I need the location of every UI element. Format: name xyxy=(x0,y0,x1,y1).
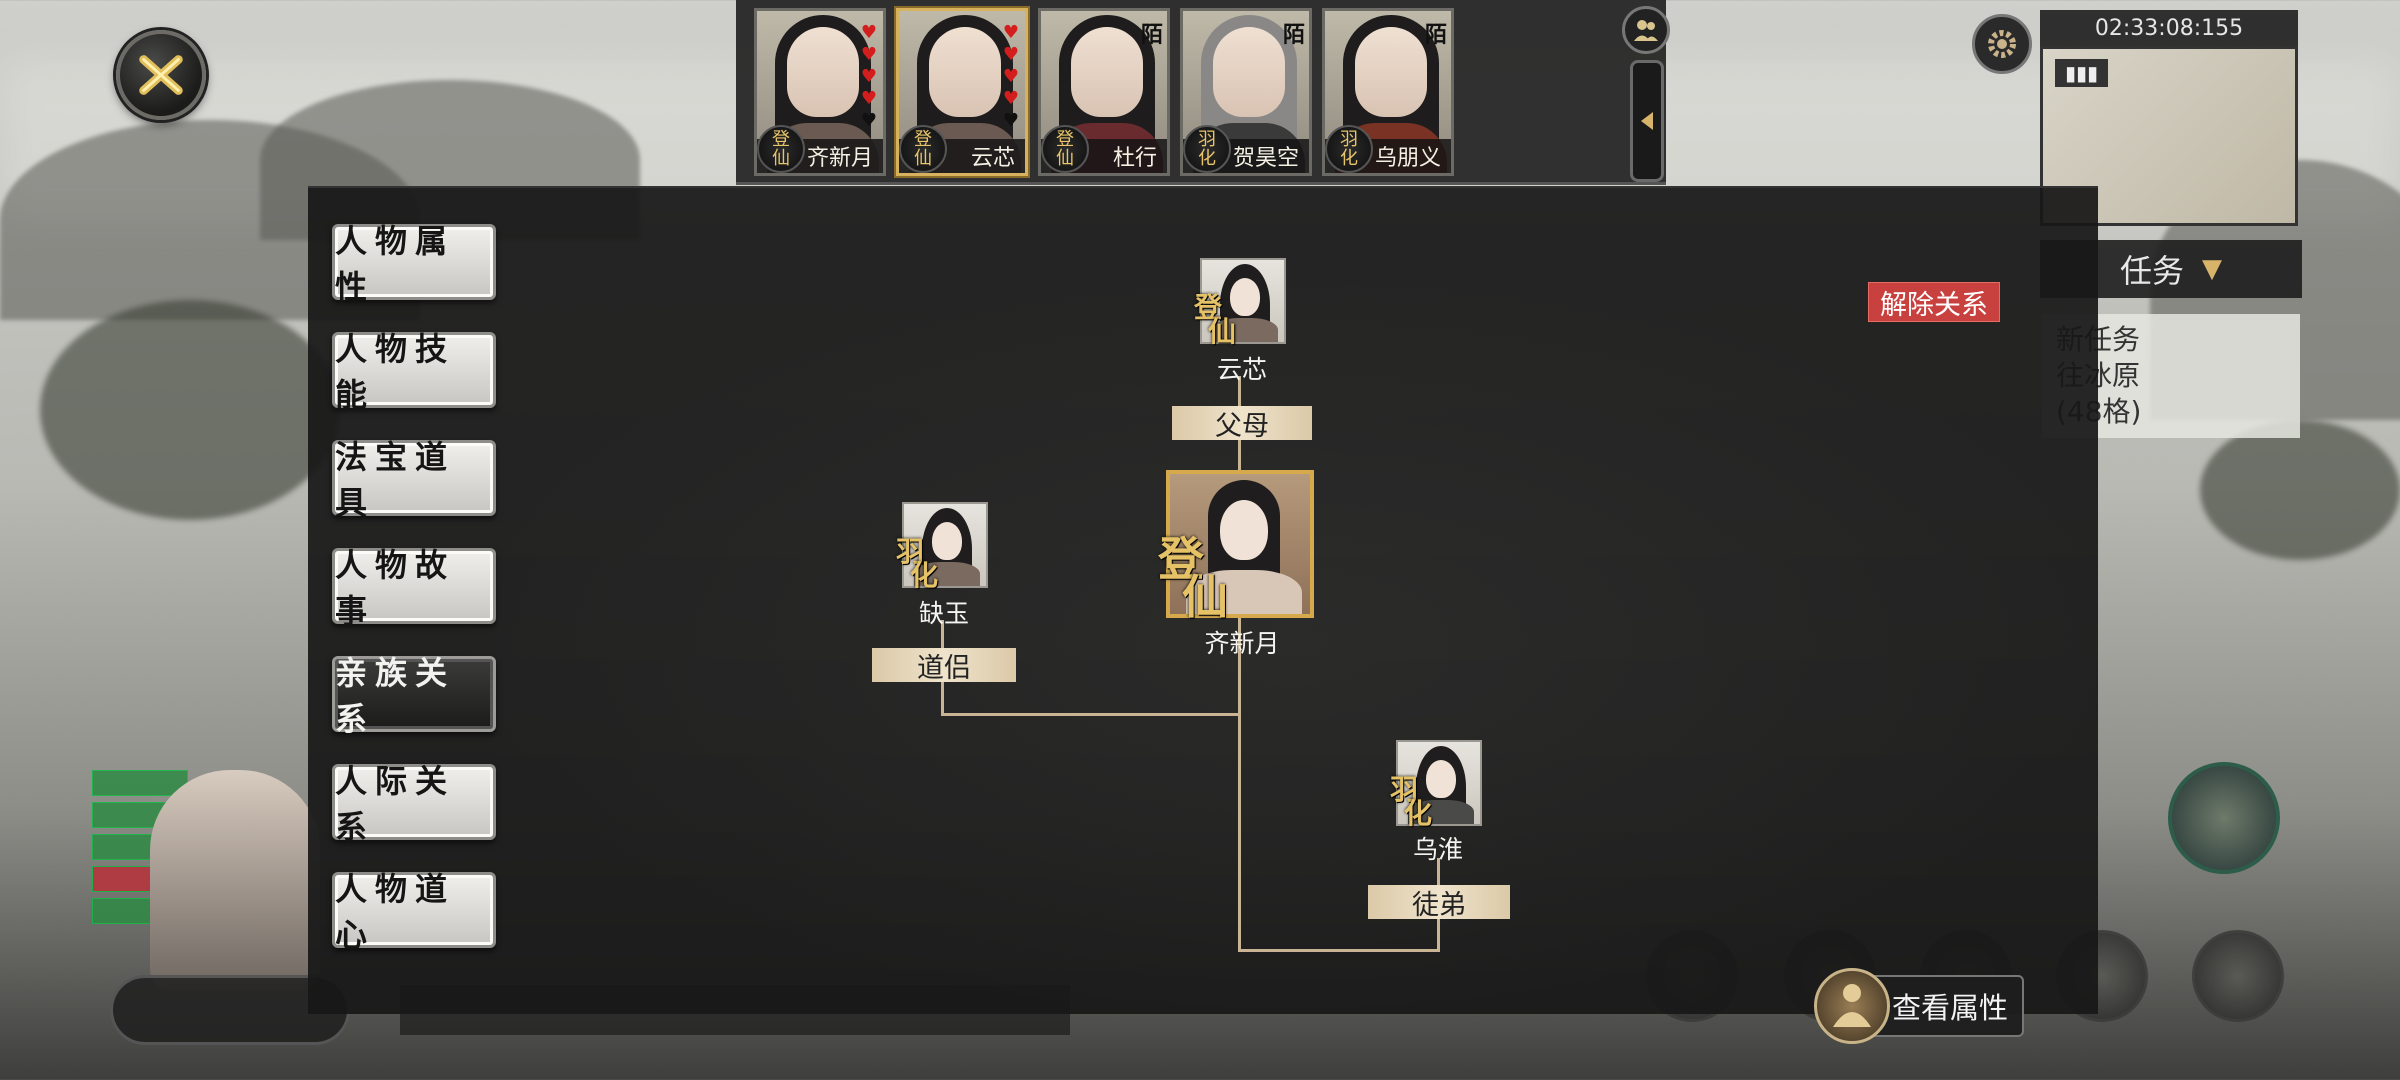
stranger-tag: 陌 xyxy=(1140,23,1163,48)
stranger-tag: 陌 xyxy=(1424,23,1447,48)
close-button[interactable] xyxy=(116,30,206,120)
character-card[interactable]: 陌 贺昊空 羽化 xyxy=(1180,8,1312,176)
heart-icon: ♥ xyxy=(860,110,877,131)
gear-icon xyxy=(1988,30,2016,58)
disciple-rank-badge: 羽化 xyxy=(1390,773,1433,830)
menu-character-attributes[interactable]: 人物属性 xyxy=(332,222,496,306)
rank-badge: 登仙 xyxy=(1041,125,1089,173)
heart-icon: ♥ xyxy=(860,88,877,109)
background-trees xyxy=(40,300,340,520)
menu-label: 人物属性 xyxy=(335,222,456,306)
character-name: 杜行 xyxy=(1112,146,1157,171)
parent-rank-badge: 登仙 xyxy=(1194,291,1237,348)
arrow-left-icon xyxy=(1641,112,1653,130)
tree-line xyxy=(1238,618,1241,952)
center-rank-badge: 登仙 xyxy=(1158,532,1228,624)
menu-dao-heart[interactable]: 人物道心 xyxy=(332,870,496,954)
rank-badge: 登仙 xyxy=(899,125,947,173)
character-name: 齐新月 xyxy=(806,146,873,171)
heart-icon: ♥ xyxy=(1002,66,1019,87)
group-button[interactable] xyxy=(1622,6,1670,54)
clock-text: 02:33:08:155 xyxy=(2094,15,2244,41)
partner-name: 缺玉 xyxy=(918,599,969,628)
letters-icon[interactable] xyxy=(2192,930,2284,1022)
menu-label: 人物技能 xyxy=(335,330,456,414)
menu-family-relations[interactable]: 亲族关系 xyxy=(332,654,496,738)
game-clock: 02:33:08:155 xyxy=(2040,10,2298,46)
character-card[interactable]: ♥♥♥♥♥ 齐新月 登仙 xyxy=(754,8,886,176)
partner-rank-badge: 羽化 xyxy=(896,535,939,592)
character-name: 贺昊空 xyxy=(1232,146,1299,171)
character-card[interactable]: 陌 杜行 登仙 xyxy=(1038,8,1170,176)
chevron-down-icon: ▼ xyxy=(2202,254,2222,284)
settings-button[interactable] xyxy=(1972,14,2032,74)
menu-character-story[interactable]: 人物故事 xyxy=(332,546,496,630)
group-icon xyxy=(1634,20,1658,41)
side-portrait-button[interactable] xyxy=(2168,762,2280,874)
menu-label: 亲族关系 xyxy=(335,654,456,738)
character-name: 乌朋义 xyxy=(1374,146,1441,171)
portrait-face xyxy=(1213,27,1285,117)
character-name: 云芯 xyxy=(970,146,1015,171)
partner-portrait[interactable] xyxy=(902,502,988,588)
heart-icon: ♥ xyxy=(860,66,877,87)
meditation-icon xyxy=(1814,968,1890,1044)
heart-icon: ♥ xyxy=(1002,22,1019,43)
portrait-face xyxy=(929,27,1001,117)
rank-badge: 羽化 xyxy=(1325,125,1373,173)
background-trees xyxy=(2200,420,2400,560)
heart-icon: ♥ xyxy=(860,44,877,65)
heart-icon: ♥ xyxy=(1002,110,1019,131)
collapse-bar-button[interactable] xyxy=(1630,60,1664,182)
relation-label-disciple: 徒弟 xyxy=(1368,885,1510,921)
menu-label: 人物道心 xyxy=(335,870,456,954)
close-icon xyxy=(139,55,183,95)
center-portrait[interactable] xyxy=(1166,470,1314,618)
relation-label-partner: 道侣 xyxy=(872,648,1016,684)
portrait-face xyxy=(787,27,859,117)
stranger-tag: 陌 xyxy=(1282,23,1305,48)
menu-label: 人物故事 xyxy=(335,546,456,630)
affection-hearts: ♥♥♥♥♥ xyxy=(861,23,877,131)
parent-portrait[interactable] xyxy=(1200,258,1286,344)
heart-icon: ♥ xyxy=(1002,44,1019,65)
tree-line xyxy=(1238,949,1440,952)
portrait-face xyxy=(1071,27,1143,117)
minimap-label: ▮▮▮ xyxy=(2055,59,2109,87)
mission-tab-label: 任务 xyxy=(2119,252,2184,290)
disciple-name: 乌淮 xyxy=(1412,835,1463,864)
portrait-face xyxy=(1355,27,1427,117)
menu-label: 人际关系 xyxy=(335,762,456,846)
heart-icon: ♥ xyxy=(1002,88,1019,109)
character-bar: ♥♥♥♥♥ 齐新月 登仙 ♥♥♥♥♥ 云芯 登仙 陌 杜行 登仙 陌 贺昊空 羽… xyxy=(736,0,1666,185)
player-portrait[interactable] xyxy=(150,770,320,990)
character-card[interactable]: ♥♥♥♥♥ 云芯 登仙 xyxy=(896,8,1028,176)
heart-icon: ♥ xyxy=(860,22,877,43)
rank-badge: 登仙 xyxy=(757,125,805,173)
character-card[interactable]: 陌 乌朋义 羽化 xyxy=(1322,8,1454,176)
menu-label: 法宝道具 xyxy=(335,438,456,522)
parent-name: 云芯 xyxy=(1216,355,1267,384)
status-tag xyxy=(92,770,188,796)
menu-treasures-items[interactable]: 法宝道具 xyxy=(332,438,496,522)
disciple-portrait[interactable] xyxy=(1396,740,1482,826)
relation-label-parent: 父母 xyxy=(1172,406,1312,442)
rank-badge: 羽化 xyxy=(1183,125,1231,173)
menu-character-skills[interactable]: 人物技能 xyxy=(332,330,496,414)
dissolve-relation-button[interactable]: 解除关系 xyxy=(1868,282,2000,322)
tree-line xyxy=(941,713,1241,716)
affection-hearts: ♥♥♥♥♥ xyxy=(1003,23,1019,131)
menu-social-relations[interactable]: 人际关系 xyxy=(332,762,496,846)
center-name: 齐新月 xyxy=(1204,629,1280,658)
